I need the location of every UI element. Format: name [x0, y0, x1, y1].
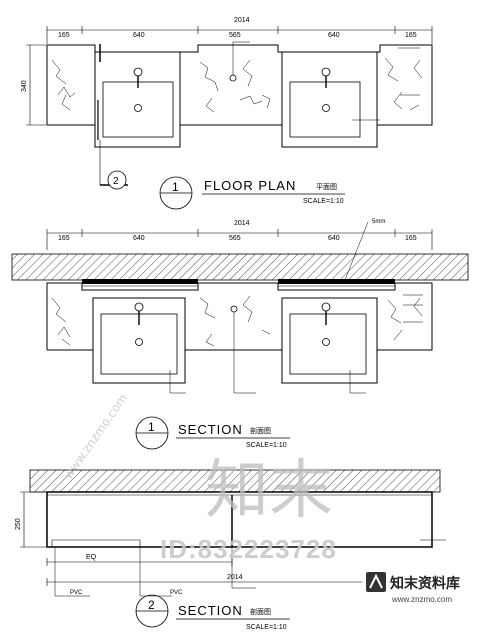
- floor-plan-view: 2014 165 640 565 640 165 340: [21, 17, 433, 210]
- section-1-5mm-note: 5mm: [372, 219, 385, 225]
- floor-plan-dim-3: 565: [229, 32, 241, 39]
- floor-plan-title-cn: 平面图: [316, 183, 337, 191]
- section-2-pvc-left: PVC: [70, 590, 83, 596]
- watermark-side-url: www.znzmo.com: [61, 391, 130, 481]
- section-1-title: SECTION: [178, 422, 243, 437]
- floor-plan-dim-4: 640: [328, 32, 340, 39]
- floor-plan-total-dim: 2014: [234, 17, 250, 24]
- floor-plan-dim-5: 165: [405, 32, 417, 39]
- floor-plan-dim-1: 165: [58, 32, 70, 39]
- watermark-logo-url: www.znzmo.com: [391, 595, 452, 604]
- section-1-total-dim: 2014: [234, 220, 250, 227]
- section-1-dim-4: 640: [328, 235, 340, 242]
- section-2-pvc-mid: PVC: [170, 590, 183, 596]
- section-1-dim-2: 640: [133, 235, 145, 242]
- section-2-title-cn: 剖面图: [250, 607, 271, 616]
- section-2-scale: SCALE=1:10: [246, 624, 287, 631]
- section-1-dim-3: 565: [229, 235, 241, 242]
- section-1-view: 2014 165 640 565 640 165 5mm: [11, 219, 469, 450]
- watermark-logo-text: 知末资料库: [390, 575, 460, 592]
- floor-plan-dim-2: 640: [133, 32, 145, 39]
- section-2-total-dim: 2014: [227, 574, 243, 581]
- section-2-title: SECTION: [178, 603, 243, 618]
- section-2-height-dim: 250: [15, 518, 22, 530]
- watermark-id-text: ID:832223728: [160, 534, 337, 564]
- floor-plan-height-dim: 340: [21, 80, 28, 92]
- section-2-eq-label: EQ: [86, 554, 97, 561]
- marble-texture-2: [51, 295, 423, 347]
- floor-plan-scale: SCALE=1:10: [303, 198, 344, 205]
- section-1-dim-1: 165: [58, 235, 70, 242]
- section-1-title-number: 1: [148, 420, 155, 434]
- section-1-title-cn: 剖面图: [250, 426, 271, 435]
- floor-plan-callout-number: 2: [113, 176, 119, 187]
- section-2-title-number: 2: [148, 598, 155, 612]
- watermark-big-text: 知末: [205, 454, 333, 528]
- section-1-dim-5: 165: [405, 235, 417, 242]
- marble-texture: [51, 57, 423, 113]
- section-2-view: 250 EQ 2014 PVC PVC 2 SECTION 剖面图 SCALE=…: [15, 469, 446, 631]
- znzmo-logo-icon: [366, 572, 386, 592]
- floor-plan-title-number: 1: [172, 180, 179, 194]
- floor-plan-title: FLOOR PLAN: [204, 178, 296, 193]
- section-1-scale: SCALE=1:10: [246, 442, 287, 449]
